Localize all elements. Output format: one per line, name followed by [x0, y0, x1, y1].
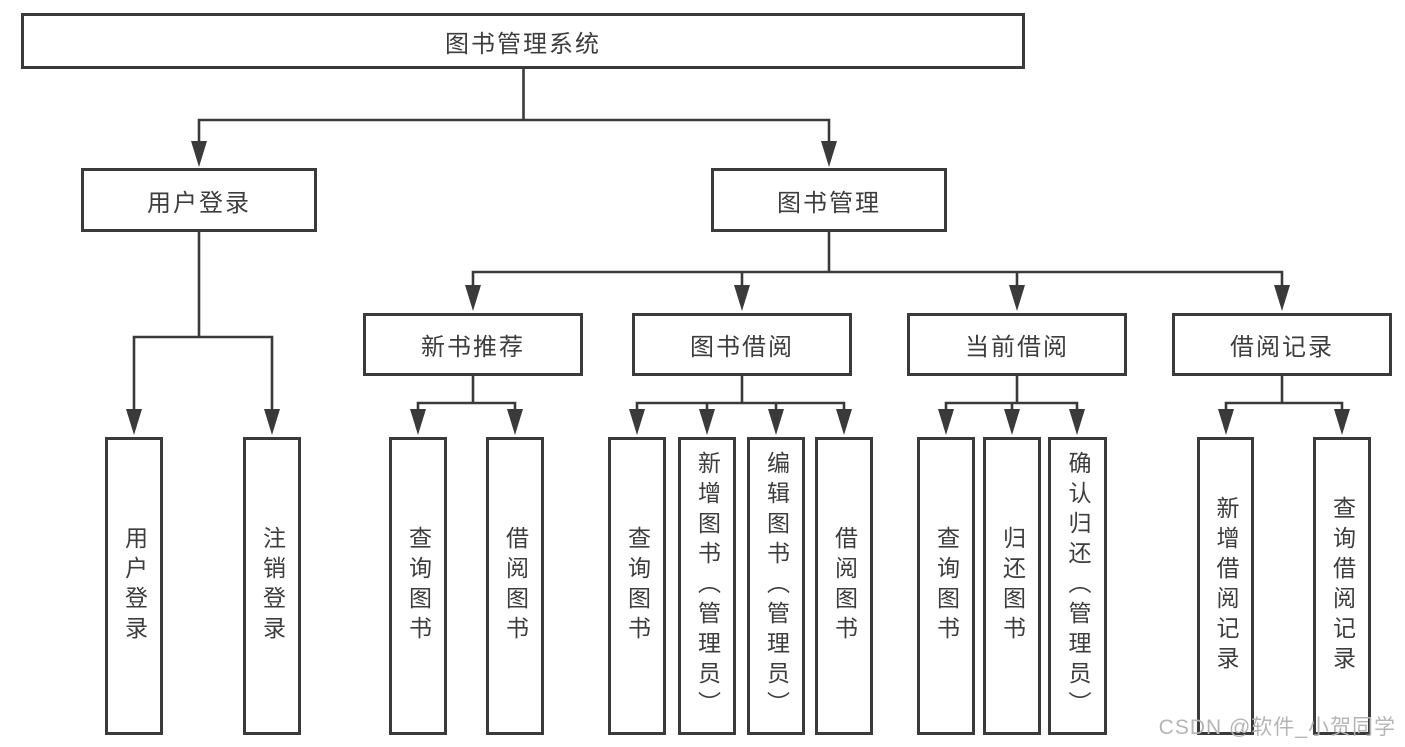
node-leaf-records-add-record-label: 新增借阅记录 — [1213, 496, 1239, 676]
node-borrowing-records-label: 借阅记录 — [1230, 334, 1334, 361]
node-leaf-recommend-query-books-label: 查询图书 — [405, 526, 432, 646]
node-borrowing-records: 借阅记录 — [1172, 313, 1392, 376]
node-leaf-user-login-label: 用户登录 — [121, 526, 148, 646]
node-leaf-records-query-record: 查询借阅记录 — [1313, 437, 1371, 735]
node-leaf-current-return-books: 归还图书 — [983, 437, 1041, 735]
node-new-book-recommend-label: 新书推荐 — [421, 334, 525, 361]
node-leaf-current-return-books-label: 归还图书 — [999, 526, 1026, 646]
node-leaf-user-login: 用户登录 — [105, 437, 163, 735]
node-leaf-logout-label: 注销登录 — [259, 526, 286, 646]
node-leaf-recommend-borrow-books-label: 借阅图书 — [502, 526, 529, 646]
node-new-book-recommend: 新书推荐 — [363, 313, 583, 376]
connector-book-management-to-level3 — [465, 232, 1290, 311]
node-leaf-borrowing-query-books-label: 查询图书 — [624, 526, 651, 646]
node-book-management: 图书管理 — [711, 168, 947, 232]
node-user-login-group-label: 用户登录 — [147, 189, 251, 217]
node-book-management-label: 图书管理 — [777, 189, 881, 217]
connector-current-borrowing-to-leaves — [938, 375, 1085, 435]
node-leaf-borrowing-query-books: 查询图书 — [608, 437, 666, 735]
node-leaf-borrowing-edit-books-admin-label: 编辑图书（管理员） — [763, 451, 790, 721]
node-leaf-current-query-books: 查询图书 — [917, 437, 975, 735]
node-leaf-borrowing-edit-books-admin: 编辑图书（管理员） — [747, 437, 805, 735]
node-book-borrowing: 图书借阅 — [632, 313, 852, 376]
connector-user-login-to-leaves — [126, 232, 280, 435]
connector-root-to-level2 — [191, 68, 837, 167]
connector-book-borrowing-to-leaves — [629, 375, 852, 435]
node-leaf-records-query-record-label: 查询借阅记录 — [1329, 496, 1356, 676]
node-leaf-current-confirm-return-admin-label: 确认归还（管理员） — [1065, 451, 1091, 721]
node-leaf-recommend-query-books: 查询图书 — [389, 437, 447, 735]
node-leaf-borrowing-borrow-books: 借阅图书 — [815, 437, 873, 735]
node-leaf-borrowing-add-books-admin: 新增图书（管理员） — [678, 437, 736, 735]
node-root-system-label: 图书管理系统 — [445, 30, 601, 58]
csdn-watermark: CSDN @软件_小贺同学 — [1158, 716, 1396, 739]
connector-new-book-recommend-to-leaves — [410, 375, 523, 435]
node-user-login-group: 用户登录 — [81, 168, 317, 232]
node-leaf-records-add-record: 新增借阅记录 — [1197, 437, 1254, 735]
node-leaf-recommend-borrow-books: 借阅图书 — [486, 437, 544, 735]
node-leaf-current-confirm-return-admin: 确认归还（管理员） — [1048, 437, 1107, 735]
node-current-borrowing: 当前借阅 — [907, 313, 1127, 376]
node-current-borrowing-label: 当前借阅 — [965, 334, 1069, 361]
node-leaf-logout: 注销登录 — [243, 437, 301, 735]
node-leaf-current-query-books-label: 查询图书 — [933, 526, 960, 646]
node-leaf-borrowing-add-books-admin-label: 新增图书（管理员） — [694, 451, 721, 721]
node-book-borrowing-label: 图书借阅 — [690, 334, 794, 361]
connector-borrowing-records-to-leaves — [1218, 375, 1350, 435]
node-root-system: 图书管理系统 — [21, 13, 1025, 69]
node-leaf-borrowing-borrow-books-label: 借阅图书 — [831, 526, 858, 646]
